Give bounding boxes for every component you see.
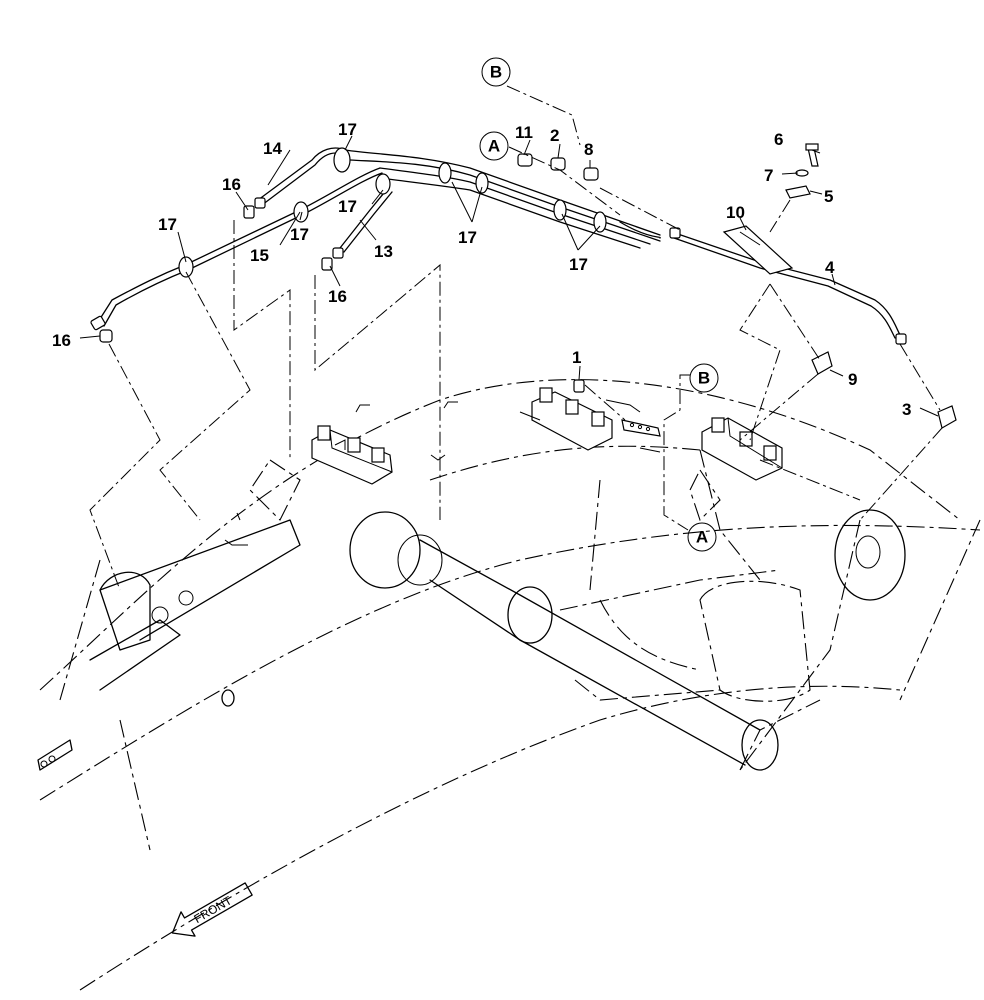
callout-10: 10 bbox=[726, 203, 745, 222]
ref-mark-a-top: A bbox=[479, 131, 509, 161]
ref-mark-a-top-label: A bbox=[488, 137, 500, 156]
callout-6: 6 bbox=[774, 130, 783, 149]
callout-9: 9 bbox=[848, 370, 857, 389]
ref-mark-a-bottom-label: A bbox=[696, 528, 708, 547]
boom-outline bbox=[39, 379, 981, 991]
clamp-assembly-center bbox=[519, 387, 661, 453]
callout-3: 3 bbox=[902, 400, 911, 419]
boom-pivot-left bbox=[89, 519, 301, 691]
dash-connectors bbox=[89, 85, 943, 591]
hydraulic-pipes bbox=[97, 147, 901, 339]
callout-labels: 1 2 3 4 5 6 7 8 9 10 11 13 14 15 16 16 1… bbox=[52, 120, 911, 419]
pipe-clamps bbox=[178, 147, 607, 278]
callout-17-d: 17 bbox=[338, 197, 357, 216]
callout-1: 1 bbox=[572, 348, 581, 367]
callout-11: 11 bbox=[515, 123, 533, 142]
boom-clip-marks bbox=[224, 401, 458, 546]
front-arrow-icon: FRONT bbox=[171, 882, 253, 937]
callout-15: 15 bbox=[250, 246, 269, 265]
boom-small-boss bbox=[37, 689, 235, 771]
callout-17-c: 17 bbox=[290, 225, 309, 244]
callout-2: 2 bbox=[550, 126, 559, 145]
boom-pivot-right bbox=[834, 509, 906, 601]
callout-8: 8 bbox=[584, 140, 593, 159]
callout-16-b: 16 bbox=[328, 287, 347, 306]
callout-16-c: 16 bbox=[52, 331, 71, 350]
callout-5: 5 bbox=[824, 187, 833, 206]
callout-4: 4 bbox=[825, 258, 835, 277]
callout-7: 7 bbox=[764, 166, 773, 185]
callout-17-a: 17 bbox=[338, 120, 357, 139]
cylinder-rod bbox=[349, 511, 781, 771]
ref-mark-b-top-label: B bbox=[490, 63, 502, 82]
callout-13: 13 bbox=[374, 242, 393, 261]
callout-17-b: 17 bbox=[158, 215, 177, 234]
clamp-assembly-left bbox=[311, 425, 393, 485]
ref-mark-a-bottom: A bbox=[687, 522, 717, 552]
callout-14: 14 bbox=[263, 139, 282, 158]
pipe-fittings bbox=[90, 143, 957, 429]
callout-16-a: 16 bbox=[222, 175, 241, 194]
ref-mark-b-mid: B bbox=[689, 363, 719, 393]
callout-17-e: 17 bbox=[458, 228, 477, 247]
callout-17-f: 17 bbox=[569, 255, 588, 274]
leader-lines bbox=[79, 135, 939, 417]
ref-mark-b-mid-label: B bbox=[698, 369, 710, 388]
ref-mark-b-top: B bbox=[481, 57, 511, 87]
boom-access-panel bbox=[699, 580, 811, 702]
clamp-assembly-right bbox=[701, 417, 783, 481]
